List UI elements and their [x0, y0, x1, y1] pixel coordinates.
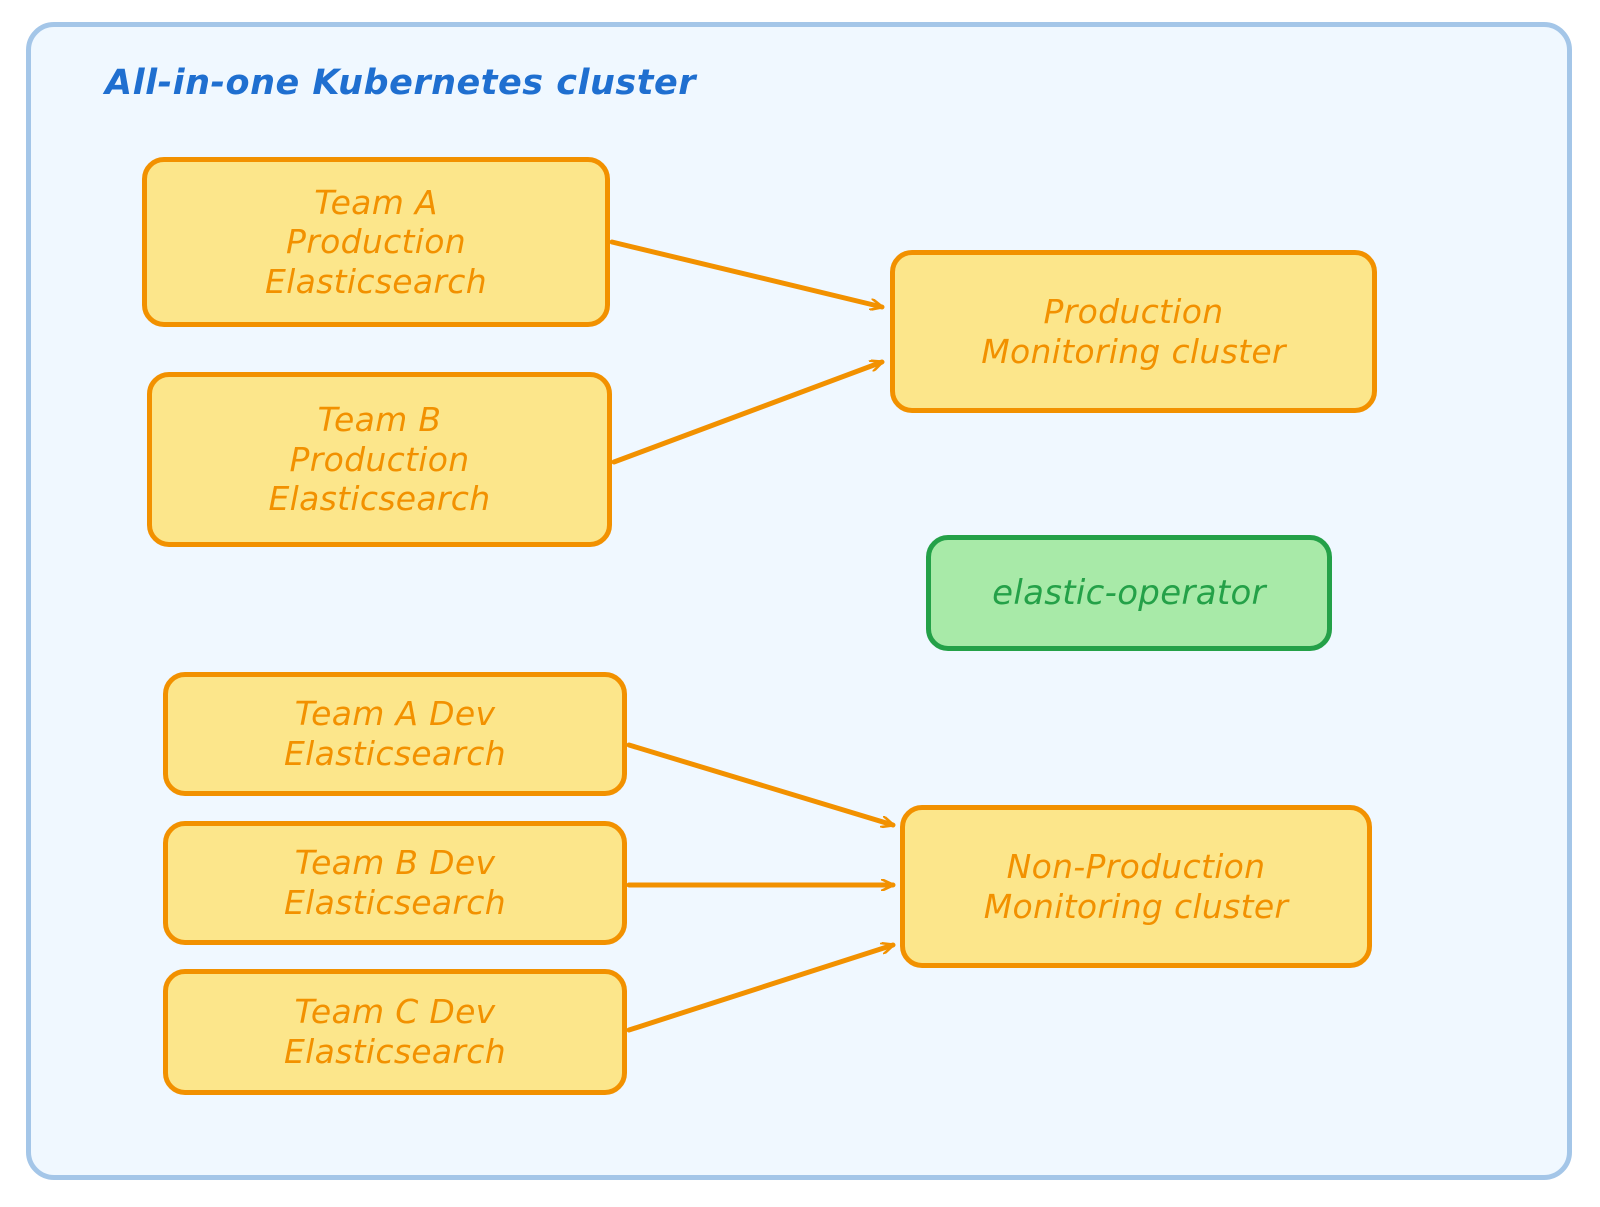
node-non-production-monitoring-cluster[interactable]: Non-Production Monitoring cluster [900, 805, 1372, 968]
node-label: Team B Dev Elasticsearch [284, 843, 506, 922]
node-team-b-dev-elasticsearch[interactable]: Team B Dev Elasticsearch [163, 821, 627, 945]
node-label: Non-Production Monitoring cluster [983, 846, 1289, 926]
node-team-a-dev-elasticsearch[interactable]: Team A Dev Elasticsearch [163, 672, 627, 796]
node-team-b-production-elasticsearch[interactable]: Team B Production Elasticsearch [147, 372, 612, 547]
node-production-monitoring-cluster[interactable]: Production Monitoring cluster [890, 250, 1377, 413]
node-label: Team A Dev Elasticsearch [284, 694, 506, 773]
node-label: Team A Production Elasticsearch [265, 182, 487, 301]
node-label: Team C Dev Elasticsearch [284, 992, 506, 1071]
node-team-a-production-elasticsearch[interactable]: Team A Production Elasticsearch [142, 157, 610, 327]
node-label: Team B Production Elasticsearch [268, 400, 491, 519]
cluster-title: All-in-one Kubernetes cluster [105, 63, 696, 103]
node-elastic-operator[interactable]: elastic-operator [926, 535, 1332, 651]
node-label: Production Monitoring cluster [981, 291, 1286, 371]
node-label: elastic-operator [992, 572, 1266, 613]
node-team-c-dev-elasticsearch[interactable]: Team C Dev Elasticsearch [163, 969, 627, 1095]
